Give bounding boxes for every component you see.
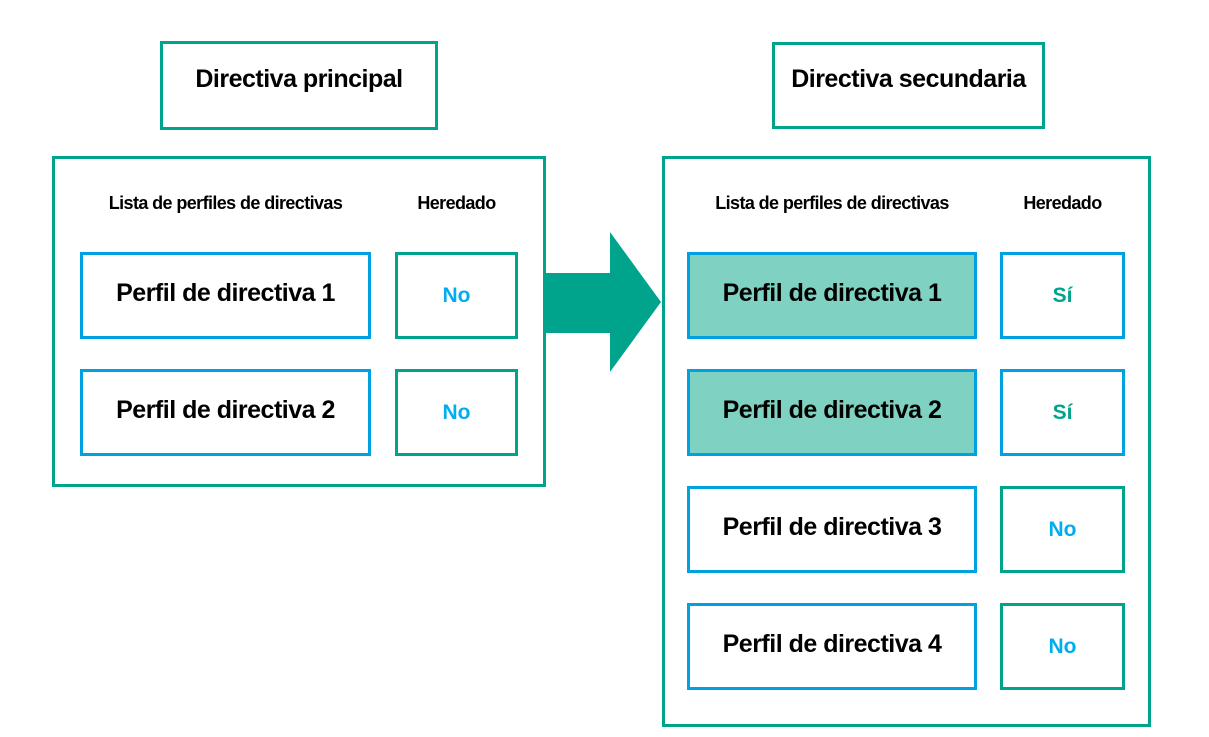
main-policy-profile-rows: Perfil de directiva 1 No Perfil de direc… [55,252,543,456]
policy-profile-box: Perfil de directiva 1 [687,252,977,339]
inherited-value-box: No [1000,603,1125,690]
inherited-value-label: No [442,400,471,424]
inherited-value-label: No [1048,634,1077,658]
inherited-value-label: No [1048,517,1077,541]
inherited-value-label: Sí [1052,283,1073,307]
inherited-value-label: Sí [1052,400,1073,424]
secondary-policy-panel: Lista de perfiles de directivas Heredado… [662,156,1151,727]
main-policy-title: Directiva principal [195,65,403,93]
main-policy-column-headers: Lista de perfiles de directivas Heredado [55,193,543,214]
profiles-column-header: Lista de perfiles de directivas [108,193,343,213]
policy-profile-row: Perfil de directiva 1 Sí [687,252,1148,339]
inherited-column-header: Heredado [417,193,496,213]
inherited-value-label: No [442,283,471,307]
inheritance-arrow-body [545,273,611,333]
main-policy-panel: Lista de perfiles de directivas Heredado… [52,156,546,487]
policy-profile-row: Perfil de directiva 2 No [80,369,543,456]
policy-profile-box: Perfil de directiva 3 [687,486,977,573]
policy-profile-box: Perfil de directiva 4 [687,603,977,690]
inherited-value-box: No [395,369,518,456]
inherited-column-header: Heredado [1023,193,1102,213]
policy-profile-row: Perfil de directiva 1 No [80,252,543,339]
inherited-value-box: No [1000,486,1125,573]
inherited-value-box: Sí [1000,252,1125,339]
secondary-policy-column-headers: Lista de perfiles de directivas Heredado [665,193,1148,214]
policy-profile-label: Perfil de directiva 3 [722,513,942,541]
policy-profile-box: Perfil de directiva 2 [687,369,977,456]
policy-profile-row: Perfil de directiva 3 No [687,486,1148,573]
main-policy-title-box: Directiva principal [160,41,438,130]
policy-profile-label: Perfil de directiva 1 [116,279,335,307]
secondary-policy-profile-rows: Perfil de directiva 1 Sí Perfil de direc… [665,252,1148,690]
inherited-value-box: Sí [1000,369,1125,456]
policy-profile-box: Perfil de directiva 2 [80,369,371,456]
policy-profile-row: Perfil de directiva 4 No [687,603,1148,690]
inherited-value-box: No [395,252,518,339]
policy-profile-box: Perfil de directiva 1 [80,252,371,339]
policy-profile-label: Perfil de directiva 2 [722,396,942,424]
profiles-column-header: Lista de perfiles de directivas [715,193,949,213]
policy-profile-label: Perfil de directiva 1 [722,279,942,307]
inheritance-arrow-head [610,232,661,372]
secondary-policy-title: Directiva secundaria [791,65,1026,93]
policy-profile-label: Perfil de directiva 2 [116,396,335,424]
secondary-policy-title-box: Directiva secundaria [772,42,1045,129]
policy-profile-label: Perfil de directiva 4 [722,630,942,658]
policy-profile-row: Perfil de directiva 2 Sí [687,369,1148,456]
